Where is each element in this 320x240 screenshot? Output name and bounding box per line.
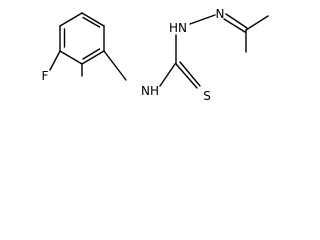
methyl-bond-1 bbox=[245, 15, 269, 31]
ring-double-bond-a bbox=[82, 16, 101, 28]
ring-bond-6 bbox=[59, 12, 83, 27]
n-n-bond bbox=[189, 14, 216, 25]
c-s-double-bond-2 bbox=[179, 61, 201, 87]
ring-bond-1 bbox=[81, 12, 105, 27]
nh-aryl-atom: NH bbox=[141, 84, 159, 98]
sulfur-atom: S bbox=[203, 89, 211, 103]
n-imine-atom: N bbox=[216, 7, 225, 21]
c-f-bond-main bbox=[49, 50, 61, 71]
nh-hydrazine-atom: HN bbox=[169, 21, 187, 35]
n-c-thio-bond bbox=[159, 63, 176, 87]
ring-double-bond-b bbox=[82, 48, 101, 60]
molecule-diagram: F NH S HN N bbox=[42, 7, 269, 103]
n-c-double-bond-1 bbox=[225, 13, 248, 29]
ring-bond-3 bbox=[81, 50, 105, 65]
c-s-double-bond-1 bbox=[175, 63, 198, 89]
ring-bond-4 bbox=[59, 50, 83, 65]
aryl-n-bond bbox=[103, 50, 127, 81]
n-c-double-bond-2 bbox=[223, 18, 246, 33]
benzene-ring bbox=[59, 12, 105, 65]
fluorine-atom: F bbox=[42, 69, 49, 83]
